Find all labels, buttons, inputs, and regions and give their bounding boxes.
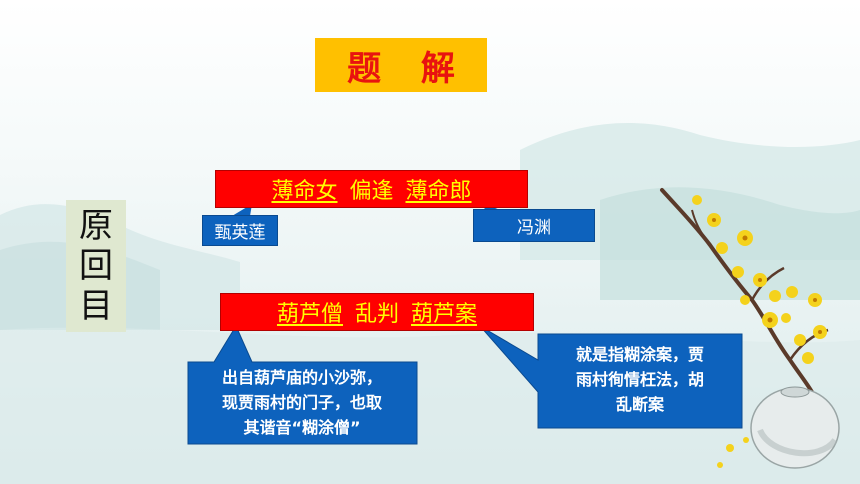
- callout-right-text: 就是指糊涂案，贾 雨村徇情枉法，胡 乱断案: [542, 342, 738, 417]
- vase: [750, 387, 840, 469]
- vase-shadow: [757, 428, 838, 457]
- line2-word-1: 葫芦僧: [276, 302, 343, 327]
- callout-left-text: 出自葫芦庙的小沙弥， 现贾雨村的门子，也取 其谐音“糊涂僧”: [192, 365, 412, 440]
- title-line-1: 薄命女 偏逢 薄命郎: [215, 170, 528, 208]
- label-text: 冯渊: [517, 218, 551, 238]
- mountain-right-far: [600, 187, 860, 300]
- label-zhen-yinglian: 甄英莲: [202, 215, 278, 246]
- line1-word-3: 薄命郎: [405, 179, 472, 204]
- callout-line: 出自葫芦庙的小沙弥，: [221, 368, 382, 387]
- line1-word-1: 薄命女: [271, 179, 338, 204]
- vase-mouth: [780, 386, 810, 398]
- original-chapter-label: 原 回 目: [66, 200, 126, 332]
- plum-blossom-centers: [712, 218, 822, 334]
- callout-line: 现贾雨村的门子，也取: [221, 393, 382, 412]
- line2-word-3: 葫芦案: [411, 302, 478, 327]
- label-feng-yuan: 冯渊: [473, 209, 595, 242]
- side-char-1: 原: [79, 206, 113, 246]
- page-title: 题 解: [347, 48, 469, 89]
- title-line-2: 葫芦僧 乱判 葫芦案: [220, 293, 534, 331]
- label-text: 甄英莲: [214, 223, 266, 243]
- line2-word-2: 乱判: [354, 302, 399, 327]
- line1-word-2: 偏逢: [349, 179, 394, 204]
- callout-line: 雨村徇情枉法，胡: [575, 370, 704, 389]
- callout-line: 就是指糊涂案，贾: [575, 345, 704, 364]
- callout-line: 乱断案: [615, 395, 664, 414]
- side-char-3: 目: [79, 286, 113, 326]
- callout-line: 其谐音“糊涂僧”: [243, 418, 361, 437]
- plum-twig-3: [691, 209, 711, 246]
- side-char-2: 回: [79, 246, 113, 286]
- title-box: 题 解: [315, 38, 487, 92]
